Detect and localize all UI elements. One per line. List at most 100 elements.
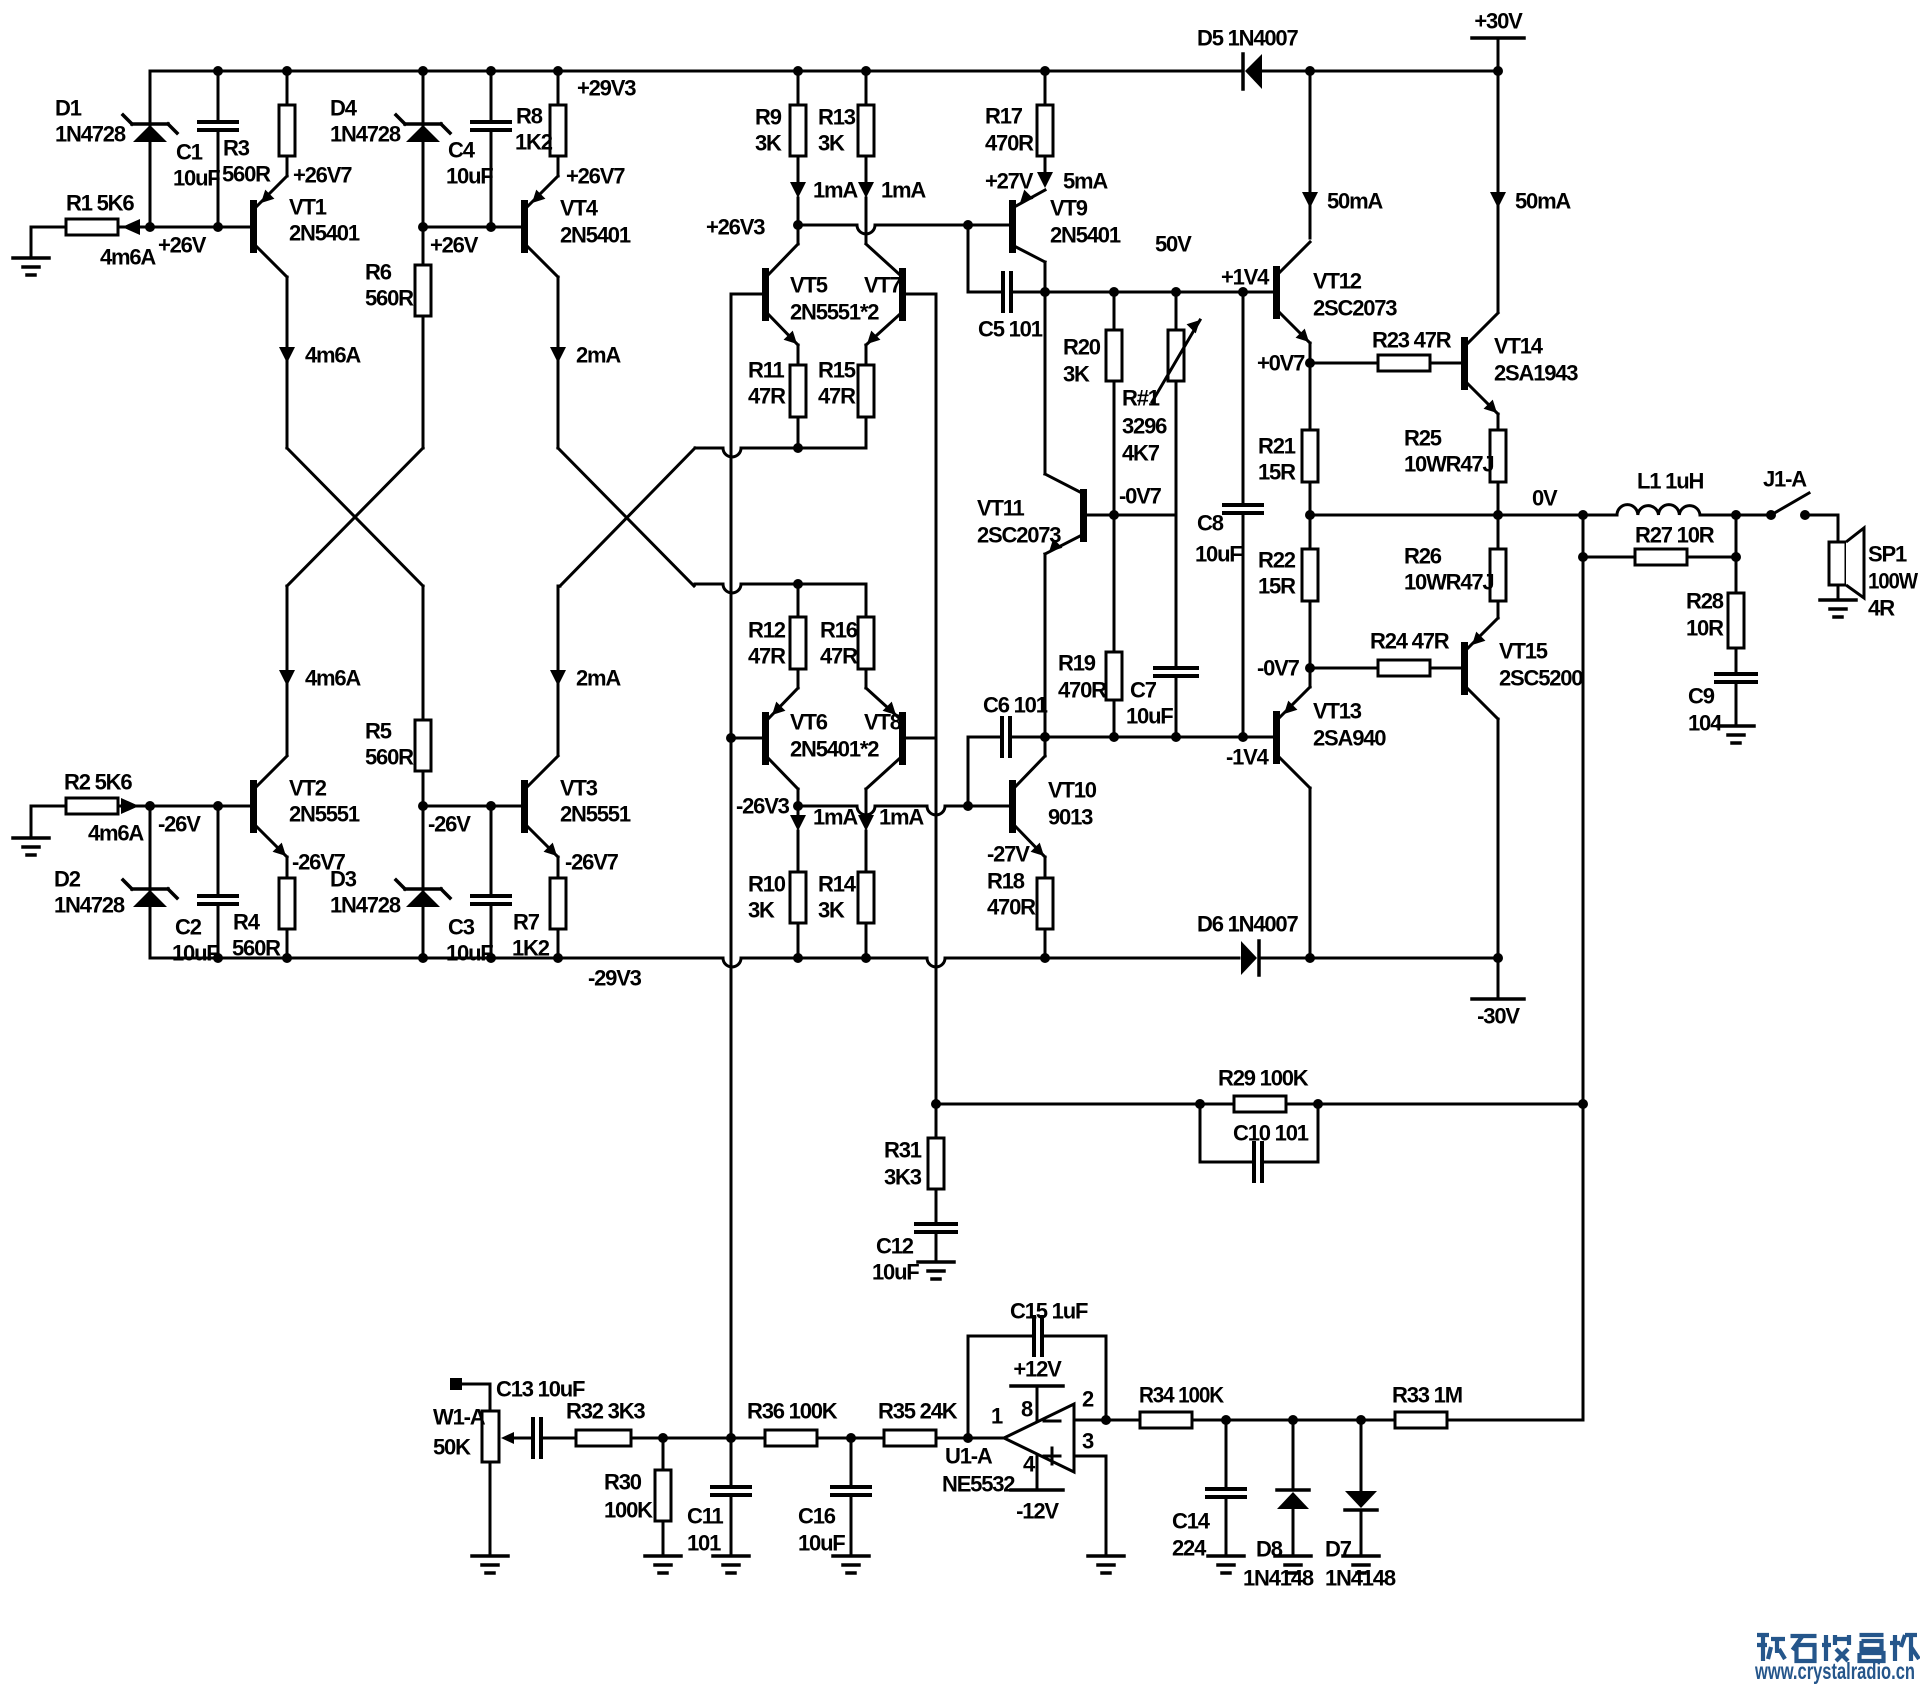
svg-text:R27 10R: R27 10R [1635,523,1715,548]
svg-text:+0V7: +0V7 [1257,351,1305,376]
svg-text:R36 100K: R36 100K [747,1399,838,1424]
svg-text:1mA: 1mA [813,805,858,830]
svg-text:-26V3: -26V3 [736,794,790,819]
svg-text:C8: C8 [1197,511,1224,536]
svg-text:R32 3K3: R32 3K3 [566,1399,645,1424]
svg-text:D6 1N4007: D6 1N4007 [1197,912,1298,937]
svg-text:-29V3: -29V3 [588,966,642,991]
svg-text:101: 101 [687,1531,721,1556]
svg-text:1N4728: 1N4728 [330,893,401,918]
svg-text:100K: 100K [604,1498,653,1523]
svg-text:R2 5K6: R2 5K6 [64,770,132,795]
svg-text:VT2: VT2 [289,776,327,801]
svg-text:2mA: 2mA [576,343,621,368]
svg-text:3K: 3K [755,131,782,156]
svg-text:W1-A: W1-A [433,1405,486,1430]
svg-text:4K7: 4K7 [1122,441,1160,466]
svg-text:2SC2073: 2SC2073 [1313,296,1397,321]
svg-text:-12V: -12V [1016,1499,1059,1524]
svg-text:1N4728: 1N4728 [330,122,401,147]
svg-text:R25: R25 [1404,426,1442,451]
svg-text:C11: C11 [687,1504,724,1529]
svg-text:-26V: -26V [158,812,201,837]
svg-text:5mA: 5mA [1063,169,1108,194]
svg-text:+26V7: +26V7 [293,163,352,188]
svg-text:R#1: R#1 [1122,386,1160,411]
svg-text:2SA940: 2SA940 [1313,726,1386,751]
svg-text:4m6A: 4m6A [100,245,156,270]
svg-text:C5 101: C5 101 [978,317,1043,342]
svg-text:D3: D3 [330,867,357,892]
svg-text:8: 8 [1021,1397,1033,1422]
svg-text:-0V7: -0V7 [1119,484,1162,509]
svg-text:+26V: +26V [158,233,207,258]
svg-text:-26V7: -26V7 [292,850,346,875]
svg-text:47R: 47R [818,384,856,409]
svg-text:VT13: VT13 [1313,699,1362,724]
svg-text:1: 1 [991,1404,1003,1429]
svg-text:R23 47R: R23 47R [1372,328,1452,353]
svg-text:4m6A: 4m6A [305,666,361,691]
svg-text:C12: C12 [876,1234,914,1259]
svg-text:VT5: VT5 [790,273,828,298]
svg-text:+30V: +30V [1474,9,1523,34]
svg-text:R29 100K: R29 100K [1218,1066,1309,1091]
svg-text:2N5551*2: 2N5551*2 [790,300,879,325]
svg-text:R18: R18 [987,869,1025,894]
svg-text:R28: R28 [1686,589,1724,614]
svg-text:1N4728: 1N4728 [54,893,125,918]
svg-text:R30: R30 [604,1470,642,1495]
svg-text:100W: 100W [1868,569,1918,594]
svg-text:4m6A: 4m6A [305,343,361,368]
svg-text:560R: 560R [365,745,414,770]
svg-text:+26V: +26V [430,233,479,258]
svg-text:VT8: VT8 [864,710,902,735]
svg-text:2: 2 [1082,1387,1094,1412]
svg-text:R20: R20 [1063,335,1101,360]
svg-text:15R: 15R [1258,460,1296,485]
svg-text:-1V4: -1V4 [1226,745,1270,770]
svg-text:10uF: 10uF [1126,704,1173,729]
svg-text:VT10: VT10 [1048,778,1097,803]
svg-text:50K: 50K [433,1435,471,1460]
svg-text:+1V4: +1V4 [1221,265,1270,290]
svg-text:470R: 470R [987,895,1036,920]
svg-text:SP1: SP1 [1868,542,1907,567]
svg-text:2N5401: 2N5401 [1050,223,1121,248]
svg-text:10uF: 10uF [872,1260,919,1285]
svg-text:D1: D1 [55,96,82,121]
svg-text:10uF: 10uF [172,941,219,966]
svg-text:3K: 3K [1063,362,1090,387]
svg-text:R16: R16 [820,618,858,643]
svg-text:1mA: 1mA [881,178,926,203]
svg-text:47R: 47R [748,384,786,409]
svg-text:10uF: 10uF [173,166,220,191]
svg-text:1K2: 1K2 [512,936,550,961]
svg-text:R31: R31 [884,1138,922,1163]
svg-text:2SC2073: 2SC2073 [977,523,1061,548]
svg-text:2N5401*2: 2N5401*2 [790,737,879,762]
svg-text:R7: R7 [513,910,540,935]
svg-text:R21: R21 [1258,434,1296,459]
svg-text:-0V7: -0V7 [1257,656,1300,681]
svg-text:D2: D2 [54,867,81,892]
svg-text:NE5532: NE5532 [942,1472,1015,1497]
svg-text:R1 5K6: R1 5K6 [66,191,134,216]
svg-text:D7: D7 [1325,1537,1352,1562]
svg-text:3K: 3K [748,898,775,923]
svg-text:VT15: VT15 [1499,639,1548,664]
svg-text:VT11: VT11 [977,496,1025,521]
svg-text:3296: 3296 [1122,414,1167,439]
svg-text:+26V7: +26V7 [566,164,625,189]
svg-text:L1 1uH: L1 1uH [1637,469,1703,494]
svg-text:D8: D8 [1256,1537,1283,1562]
svg-text:VT9: VT9 [1050,196,1088,221]
svg-text:10uF: 10uF [446,164,493,189]
svg-text:1mA: 1mA [813,178,858,203]
svg-text:15R: 15R [1258,574,1296,599]
svg-text:1N4148: 1N4148 [1243,1566,1314,1591]
svg-text:VT12: VT12 [1313,269,1362,294]
svg-text:R26: R26 [1404,544,1442,569]
svg-text:2N5401: 2N5401 [560,223,631,248]
svg-text:10R: 10R [1686,616,1724,641]
